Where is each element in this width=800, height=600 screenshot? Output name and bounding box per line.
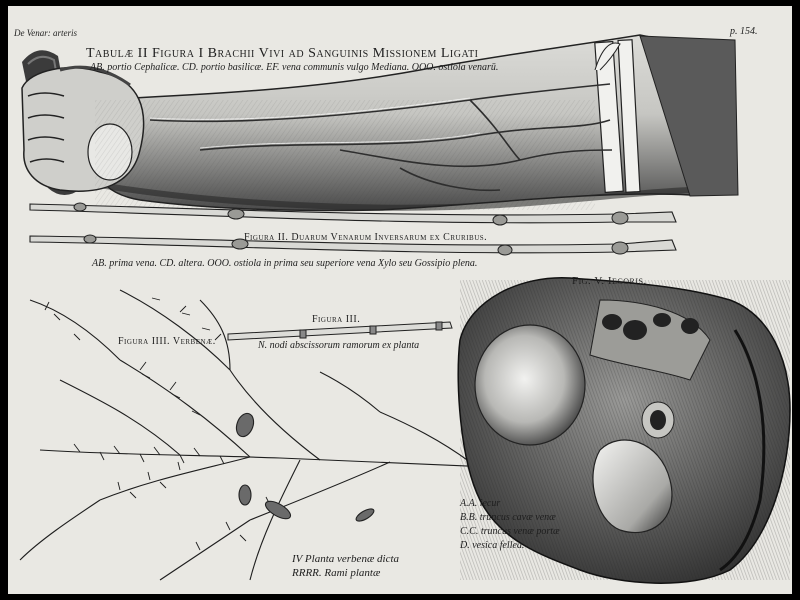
figure-2-title: Figura II. Duarum Venarum Inversarum ex … bbox=[244, 232, 488, 243]
figure-3-title: Figura III. bbox=[312, 314, 361, 325]
legend-item: B.B. truncus cavæ venæ bbox=[460, 512, 556, 523]
figure-5-liver bbox=[457, 277, 791, 584]
figure-4-caption-1: IV Planta verbenæ dicta bbox=[292, 553, 400, 565]
figure-2-caption: AB. prima vena. CD. altera. OOO. ostiola… bbox=[92, 258, 478, 269]
figure-1-caption: AB. portio Cephalicæ. CD. portio basilic… bbox=[90, 62, 499, 73]
legend-item: A.A. iecur bbox=[460, 498, 501, 509]
figure-3-caption: N. nodi abscissorum ramorum ex planta bbox=[258, 340, 420, 351]
figure-4-title: Figura IIII. Verbenæ. bbox=[118, 336, 216, 347]
figure-2-veins bbox=[29, 202, 677, 256]
figure-4-caption-2: RRRR. Rami plantæ bbox=[292, 567, 381, 579]
legend-item: C.C. truncus venæ portæ bbox=[460, 526, 560, 537]
figure-1-arm bbox=[21, 34, 739, 212]
liver-legend: A.A. iecur B.B. truncus cavæ venæ C.C. t… bbox=[460, 497, 560, 553]
figure-5-title: Fig. V. Iecoris. bbox=[572, 275, 647, 287]
running-head: De Venar: arteris bbox=[14, 28, 77, 38]
page-number: p. 154. bbox=[730, 26, 758, 37]
figure-3-branch bbox=[227, 321, 453, 341]
figure-1-title: Tabulæ II Figura I Brachii Vivi ad Sangu… bbox=[86, 46, 479, 61]
legend-item: D. vesica fellea. bbox=[460, 540, 525, 551]
